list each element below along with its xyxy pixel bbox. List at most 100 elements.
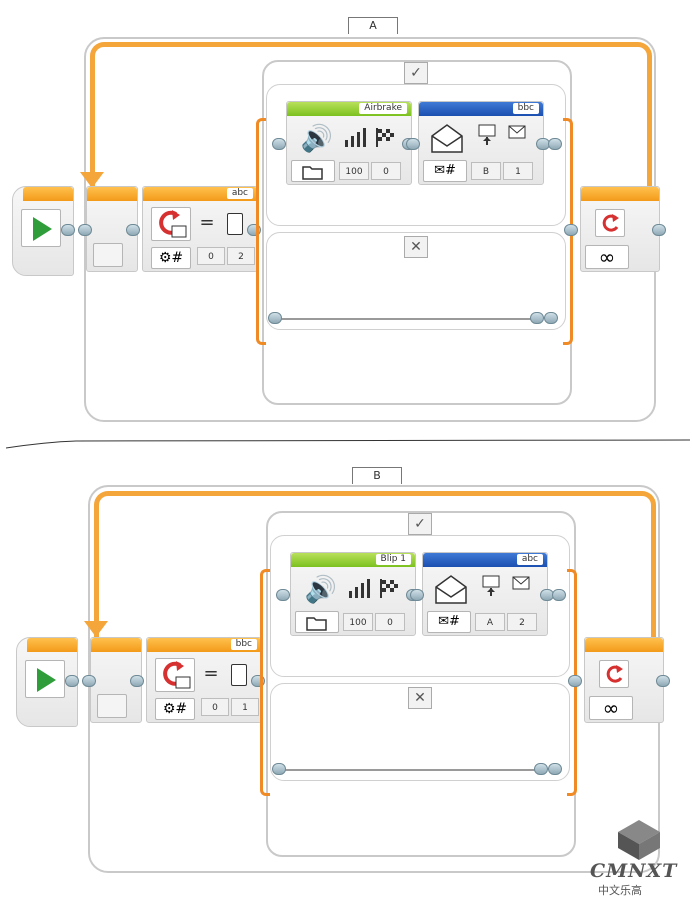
input-value[interactable]: B (471, 162, 501, 180)
input-value[interactable]: 2 (227, 247, 255, 265)
variable-value-icon (231, 664, 247, 686)
sound-header: Blip 1 (291, 553, 415, 567)
input-plug[interactable] (406, 138, 420, 150)
input-value[interactable]: 2 (507, 613, 537, 631)
checkered-flag-icon (373, 126, 397, 153)
loop-mode-button[interactable]: ∞ (585, 245, 629, 269)
output-plug[interactable] (126, 224, 140, 236)
input-value[interactable]: 0 (201, 698, 229, 716)
close-icon[interactable]: ✕ (408, 687, 432, 709)
check-icon[interactable]: ✓ (408, 513, 432, 535)
loop-arrow-icon (80, 172, 104, 188)
loop-label[interactable]: A (348, 17, 398, 34)
message-block[interactable]: bbc ✉# B 1 (418, 101, 544, 185)
input-plug[interactable] (568, 675, 582, 687)
output-plug[interactable] (656, 675, 670, 687)
loop-mode-button[interactable]: ∞ (589, 696, 633, 720)
folder-icon (302, 166, 323, 180)
watermark-subtext: 中文乐高 (598, 884, 642, 897)
message-name[interactable]: abc (516, 554, 543, 565)
variable-block[interactable]: bbc = ⚙# 0 1 (146, 637, 262, 723)
output-plug[interactable] (548, 138, 562, 150)
output-plug[interactable] (530, 312, 544, 324)
variable-block[interactable]: abc = ⚙# 0 2 (142, 186, 258, 272)
variable-name[interactable]: abc (226, 188, 253, 199)
sound-file-button[interactable] (291, 160, 335, 182)
input-value[interactable]: 1 (231, 698, 259, 716)
message-mode-button[interactable]: ✉# (427, 611, 471, 633)
variable-header: abc (143, 187, 257, 201)
input-value[interactable]: 100 (343, 613, 373, 631)
watermark-logo: CMNXT 中文乐高 (590, 818, 690, 898)
sound-name[interactable]: Airbrake (359, 103, 407, 114)
variable-mode-button[interactable] (155, 658, 195, 692)
output-plug[interactable] (652, 224, 666, 236)
compare-hash-button[interactable]: ⚙# (155, 698, 195, 720)
start-play-button[interactable] (25, 660, 65, 698)
variable-header: bbc (147, 638, 261, 652)
loop-label[interactable]: B (352, 467, 402, 484)
message-name[interactable]: bbc (512, 103, 539, 114)
output-plug[interactable] (552, 589, 566, 601)
loop-end-header (581, 187, 659, 201)
input-plug[interactable] (268, 312, 282, 324)
switch-bracket-left (256, 118, 266, 345)
output-plug[interactable] (65, 675, 79, 687)
sound-block[interactable]: Airbrake 🔊 100 0 (286, 101, 412, 185)
input-plug[interactable] (272, 763, 286, 775)
speaker-icon: 🔊 (304, 575, 338, 605)
switch-bracket-left (260, 569, 270, 796)
input-plug[interactable] (272, 138, 286, 150)
envelope-open-icon (433, 573, 469, 610)
loop-end-header (585, 638, 663, 652)
loop-repeat-icon (606, 665, 623, 683)
input-value[interactable]: 0 (197, 247, 225, 265)
input-plug[interactable] (410, 589, 424, 601)
message-block[interactable]: abc ✉# A 2 (422, 552, 548, 636)
check-icon[interactable]: ✓ (404, 62, 428, 84)
mail-icon (505, 124, 529, 145)
input-plug[interactable] (276, 589, 290, 601)
message-header: bbc (419, 102, 543, 116)
output-plug[interactable] (130, 675, 144, 687)
sound-name[interactable]: Blip 1 (375, 554, 411, 565)
input-value[interactable]: 0 (371, 162, 401, 180)
sound-block[interactable]: Blip 1 🔊 100 0 (290, 552, 416, 636)
input-value[interactable]: 0 (375, 613, 405, 631)
input-plug[interactable] (564, 224, 578, 236)
loop-interrupt-button[interactable] (599, 660, 629, 688)
loop-wire (94, 491, 656, 657)
variable-value-icon (227, 213, 243, 235)
input-value[interactable]: 100 (339, 162, 369, 180)
cube-logo-icon (618, 820, 660, 860)
output-plug[interactable] (61, 224, 75, 236)
start-block-header (23, 187, 73, 201)
play-icon (37, 668, 56, 692)
loop-end-block[interactable]: ∞ (584, 637, 664, 723)
input-plug[interactable] (78, 224, 92, 236)
input-plug[interactable] (82, 675, 96, 687)
output-plug[interactable] (548, 763, 562, 775)
speaker-icon: 🔊 (300, 124, 334, 154)
compare-hash-button[interactable]: ⚙# (151, 247, 191, 269)
loop-interrupt-button[interactable] (595, 209, 625, 237)
program-a: A abc = ⚙# 0 2 ✓ ✕ (0, 0, 692, 445)
start-play-button[interactable] (21, 209, 61, 247)
watermark-text: CMNXT (590, 860, 678, 882)
variable-mode-button[interactable] (151, 207, 191, 241)
loop-end-block[interactable]: ∞ (580, 186, 660, 272)
output-plug[interactable] (544, 312, 558, 324)
message-header: abc (423, 553, 547, 567)
loop-wire (90, 42, 652, 207)
loop-interrupt-icon (159, 210, 187, 238)
message-mode-button[interactable]: ✉# (423, 160, 467, 182)
input-value[interactable]: 1 (503, 162, 533, 180)
start-block[interactable] (12, 186, 74, 276)
variable-name[interactable]: bbc (230, 639, 257, 650)
program-b: B bbc = ⚙# 0 1 ✓ ✕ Blip 1 (0, 455, 692, 900)
output-plug[interactable] (534, 763, 548, 775)
sound-file-button[interactable] (295, 611, 339, 633)
input-value[interactable]: A (475, 613, 505, 631)
close-icon[interactable]: ✕ (404, 236, 428, 258)
loop-arrow-icon (84, 621, 108, 637)
